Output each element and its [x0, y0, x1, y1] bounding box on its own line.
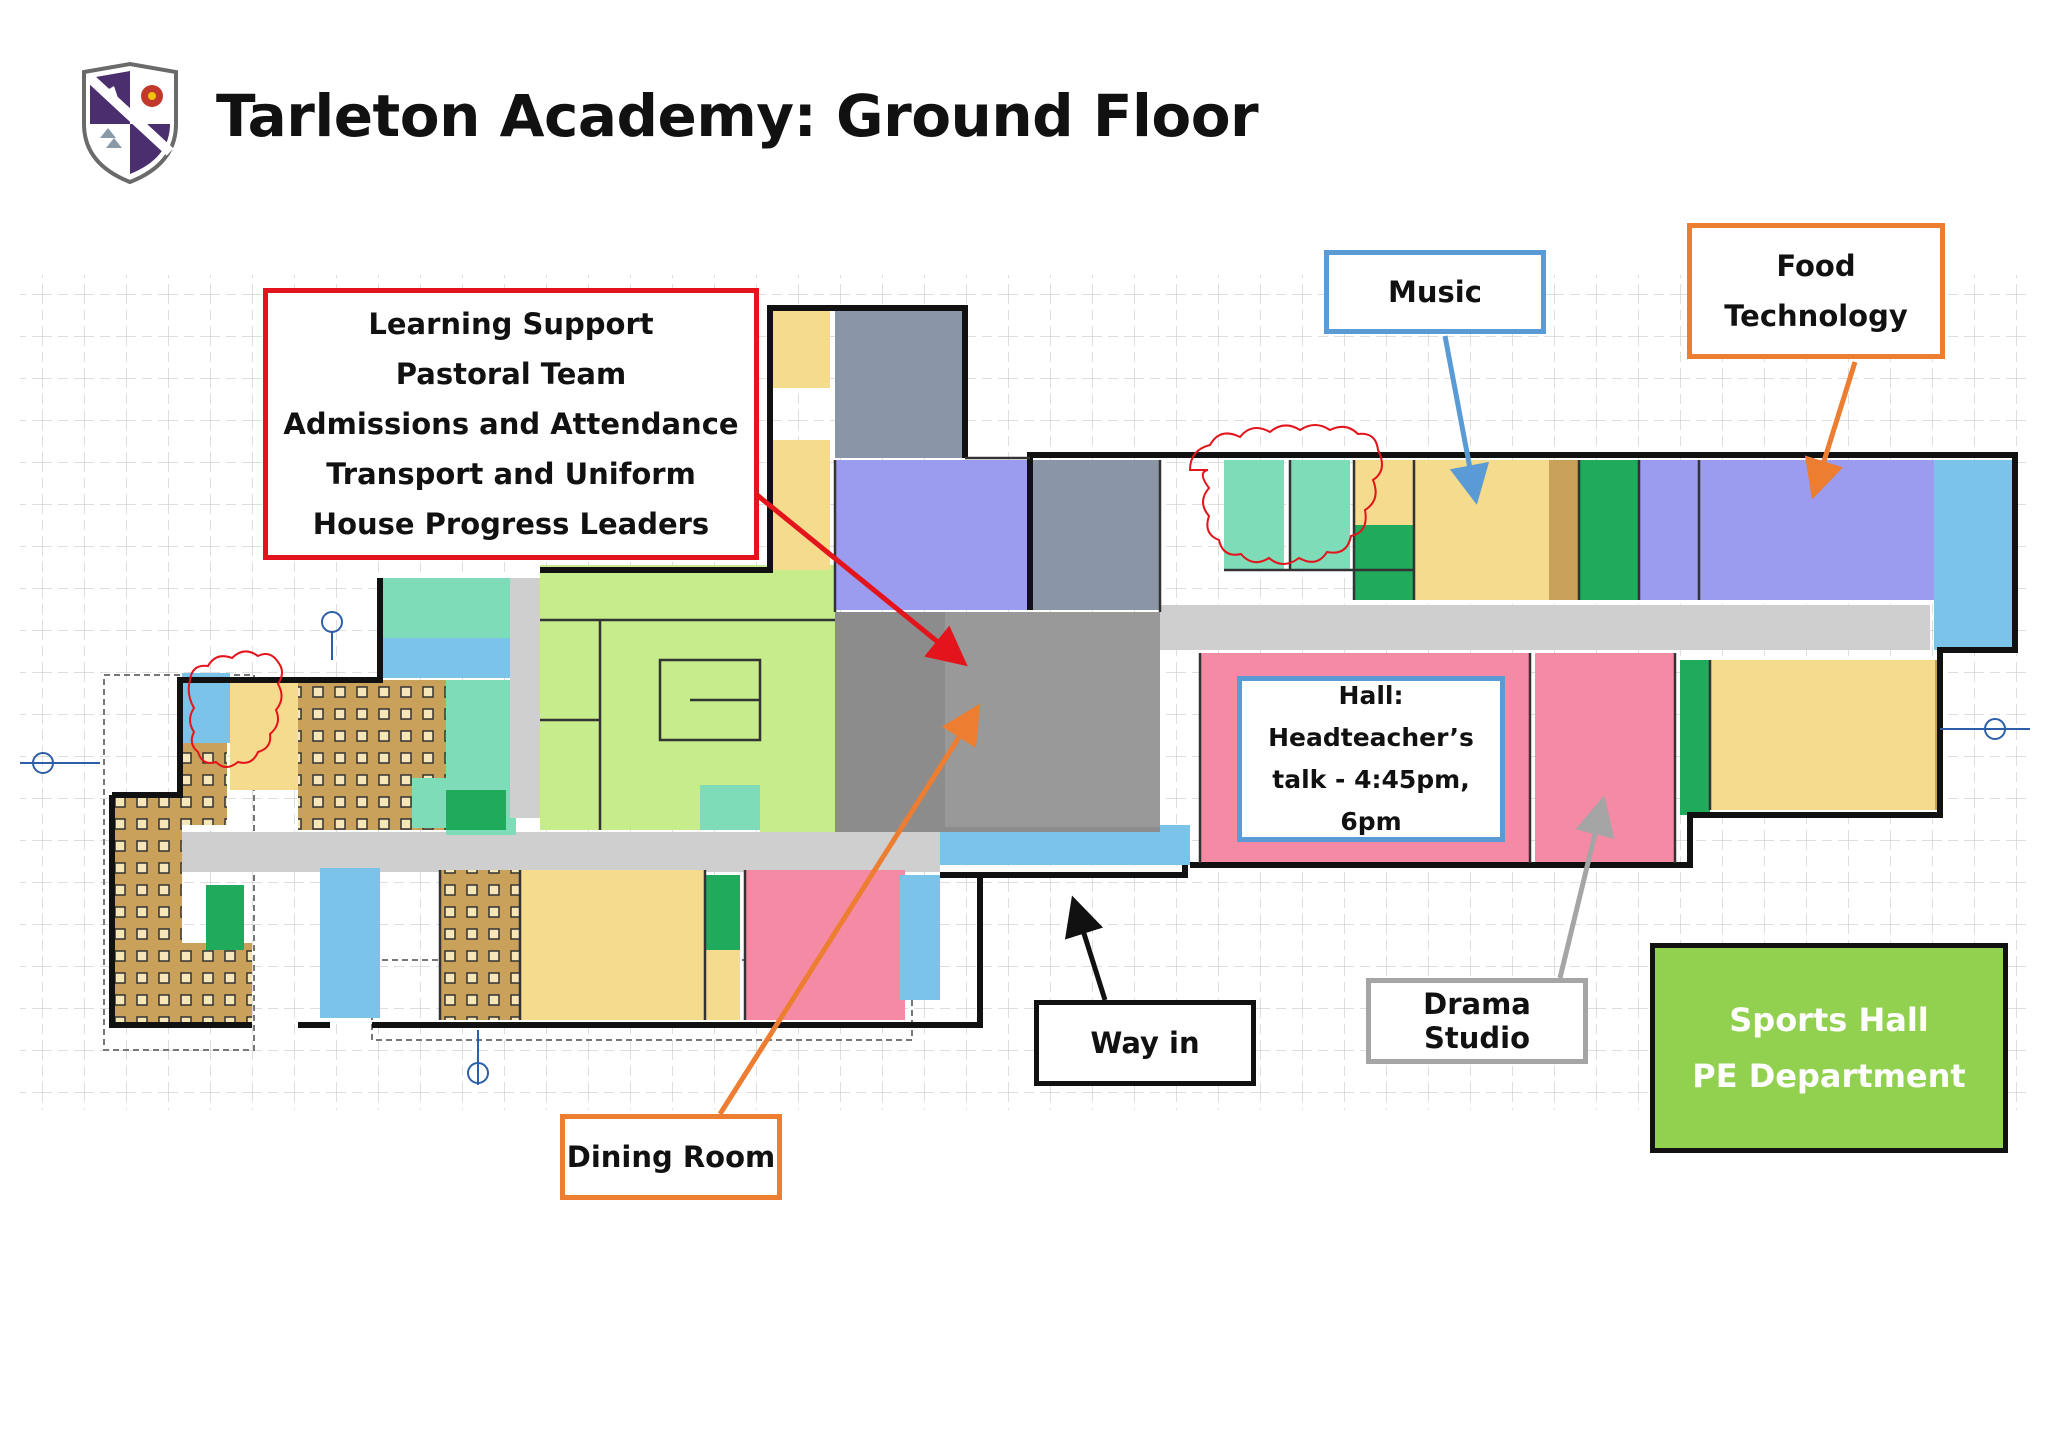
label-sports-hall: Sports Hall PE Department: [1650, 943, 2008, 1153]
label-line: Hall: Headteacher’s: [1268, 681, 1474, 752]
label-line: Admissions and Attendance: [283, 407, 739, 441]
label-line: Learning Support: [368, 307, 654, 341]
arrow-icon: [755, 493, 968, 667]
arrow-icon: [717, 703, 981, 1116]
label-line: PE Department: [1692, 1057, 1966, 1095]
label-line: Technology: [1724, 299, 1908, 333]
label-dining-room: Dining Room: [560, 1114, 782, 1200]
label-line: Food: [1776, 249, 1856, 283]
page-title: Tarleton Academy: Ground Floor: [216, 82, 1259, 150]
label-line: House Progress Leaders: [312, 507, 710, 541]
label-line: Transport and Uniform: [326, 457, 696, 491]
school-crest-icon: [82, 62, 178, 185]
label-line: talk - 4:45pm, 6pm: [1272, 765, 1470, 836]
label-learning-support: Learning Support Pastoral Team Admission…: [263, 288, 759, 560]
arrow-icon: [1557, 795, 1615, 979]
arrow-icon: [1064, 895, 1108, 1001]
label-line: Dining Room: [566, 1140, 776, 1174]
label-line: Sports Hall: [1729, 1001, 1929, 1039]
arrow-icon: [1804, 361, 1858, 500]
label-line: Pastoral Team: [395, 357, 627, 391]
label-line: Drama Studio: [1423, 987, 1531, 1055]
label-drama-studio: Drama Studio: [1366, 978, 1588, 1064]
arrow-icon: [1442, 335, 1490, 505]
label-line: Way in: [1090, 1026, 1200, 1060]
label-way-in: Way in: [1034, 1000, 1256, 1086]
label-music: Music: [1324, 250, 1546, 334]
label-line: Music: [1388, 275, 1482, 309]
label-hall: Hall: Headteacher’s talk - 4:45pm, 6pm: [1237, 676, 1505, 842]
label-food-technology: Food Technology: [1687, 223, 1945, 359]
